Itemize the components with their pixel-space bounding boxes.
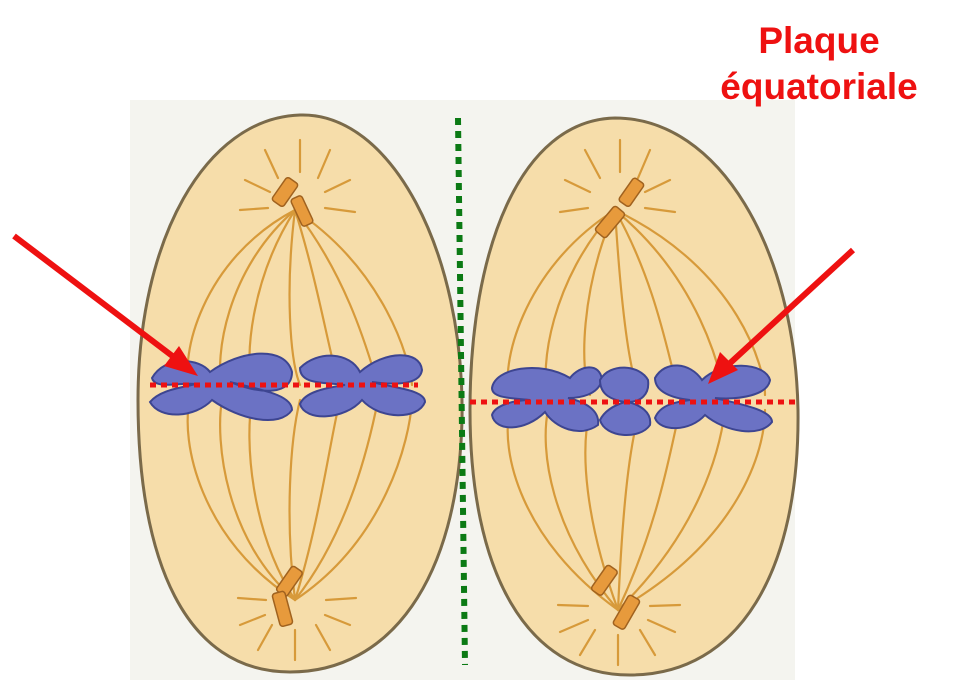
left-cell: [138, 115, 462, 672]
label-line-1: Plaque: [699, 18, 939, 64]
equatorial-plate-label: Plaque équatoriale: [699, 18, 939, 110]
label-line-2: équatoriale: [699, 64, 939, 110]
